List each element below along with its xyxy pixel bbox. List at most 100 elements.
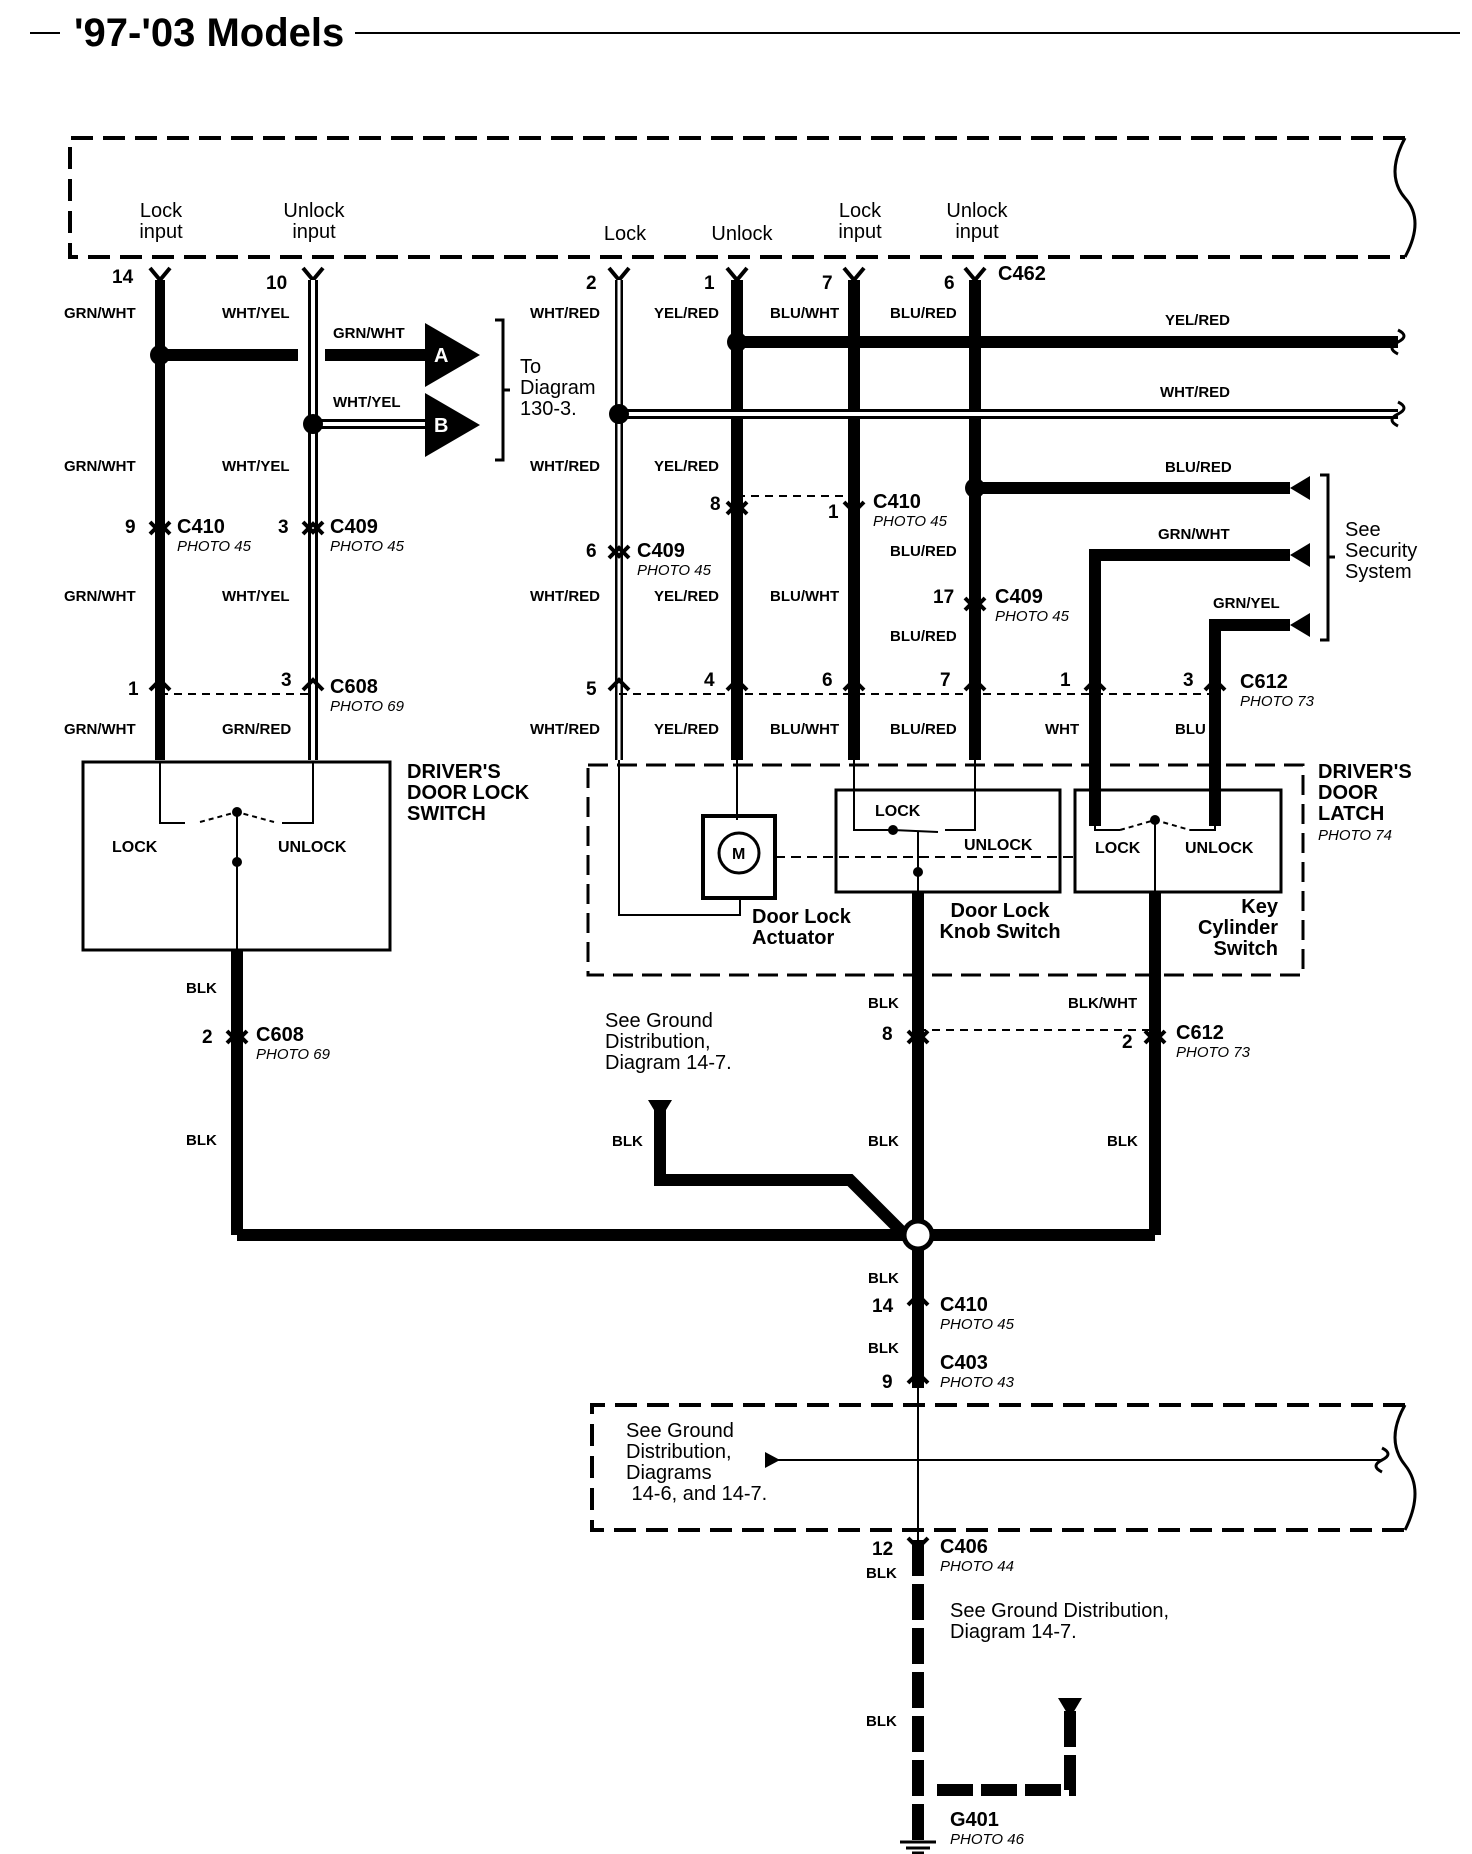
pin-label: 8 (710, 494, 721, 515)
control-unit-box (68, 136, 1405, 259)
svg-text:BLU: BLU (1175, 721, 1206, 738)
ground-arrow-icon (648, 1100, 672, 1120)
knob-unlock-label: UNLOCK (964, 837, 1033, 854)
break-symbol (1374, 1446, 1390, 1474)
actuator-wire (618, 760, 741, 916)
arrow-b-icon (425, 393, 480, 457)
photo-ref: PHOTO 45 (637, 562, 712, 579)
pin-label: 1 (704, 273, 715, 294)
key-cylinder-contacts (1094, 790, 1216, 892)
svg-text:WHT/YEL: WHT/YEL (222, 305, 290, 322)
pin-label: 17 (933, 587, 954, 608)
page-title: '97-'03 Models (74, 11, 344, 55)
knob-lock-label: LOCK (875, 803, 921, 820)
security-arrow-icon (1290, 543, 1310, 567)
pin-label: 5 (586, 679, 597, 700)
svg-text:BLU/WHT: BLU/WHT (770, 588, 839, 605)
switch-lock-label: LOCK (112, 839, 158, 856)
svg-text:GRN/WHT: GRN/WHT (64, 305, 136, 322)
key-cylinder-box (1073, 788, 1283, 894)
pin-label: 1 (1060, 670, 1071, 691)
lock-label: Lock (604, 223, 647, 245)
svg-text:WHT/RED: WHT/RED (530, 721, 600, 738)
wire-color-label: BLK (612, 1133, 643, 1150)
svg-text:BLU/WHT: BLU/WHT (770, 721, 839, 738)
photo-ref: PHOTO 69 (330, 698, 405, 715)
connector-c403: C403 (940, 1352, 988, 1374)
connector-c410: C410 (177, 516, 225, 538)
knob-switch-box (834, 788, 1062, 894)
photo-ref: PHOTO 73 (1240, 693, 1315, 710)
ground-distribution-box (590, 1403, 1405, 1532)
svg-text:GRN/YEL: GRN/YEL (1213, 595, 1280, 612)
pin-label: 9 (882, 1372, 893, 1393)
pin-label: 6 (944, 273, 955, 294)
pin-label: 10 (266, 273, 287, 294)
svg-text:WHT/RED: WHT/RED (530, 588, 600, 605)
security-arrow-icon (1290, 476, 1310, 500)
switch-pivot (232, 807, 242, 817)
svg-text:WHT/YEL: WHT/YEL (222, 458, 290, 475)
key-unlock-label: UNLOCK (1185, 840, 1254, 857)
bus-arrow-icon (765, 1452, 780, 1468)
pin-label: 14 (112, 267, 134, 288)
connector-c409: C409 (637, 540, 685, 562)
photo-ref: PHOTO 45 (330, 538, 405, 555)
photo-ref: PHOTO 45 (873, 513, 948, 530)
wire-color-label: BLK (868, 1270, 899, 1287)
pin-label: 4 (704, 670, 715, 691)
photo-ref: PHOTO 44 (940, 1558, 1014, 1575)
connector-c406: C406 (940, 1536, 988, 1558)
wire-color-label: BLK (868, 995, 899, 1012)
wire-color-label: BLK (866, 1713, 897, 1730)
svg-text:YEL/RED: YEL/RED (1165, 312, 1230, 329)
connector-c410: C410 (873, 491, 921, 513)
pin-label: 1 (128, 679, 139, 700)
break-symbol (1390, 328, 1406, 356)
svg-text:GRN/RED: GRN/RED (222, 721, 291, 738)
wire-color-label: BLK (1107, 1133, 1138, 1150)
key-lock-label: LOCK (1095, 840, 1141, 857)
ground-note-3: See Ground Distribution,Diagram 14-7. (950, 1600, 1169, 1643)
ground-icon (900, 1840, 936, 1854)
svg-text:GRN/WHT: GRN/WHT (64, 588, 136, 605)
wire-color-label: BLK (186, 1132, 217, 1149)
switch-pivot (1150, 815, 1160, 825)
pin-label: 3 (1183, 670, 1194, 691)
svg-text:WHT/YEL: WHT/YEL (222, 588, 290, 605)
connector-c409: C409 (330, 516, 378, 538)
pin-label: 1 (828, 502, 839, 523)
unlock-label: Unlock (711, 223, 773, 245)
svg-text:BLU/WHT: BLU/WHT (770, 305, 839, 322)
pin-label: 8 (882, 1024, 893, 1045)
wire-color-label: BLK (868, 1340, 899, 1357)
connector-c462: C462 (998, 263, 1046, 285)
switch-unlock-label: UNLOCK (278, 839, 347, 856)
svg-text:WHT/RED: WHT/RED (1160, 384, 1230, 401)
svg-text:YEL/RED: YEL/RED (654, 305, 719, 322)
switch-pivot (888, 825, 898, 835)
svg-text:BLU/RED: BLU/RED (890, 305, 957, 322)
pin-label: 9 (125, 517, 136, 538)
break-symbol (1390, 400, 1406, 428)
ground-wires (231, 892, 1161, 1842)
pin-label: 3 (281, 670, 292, 691)
photo-ref: PHOTO 46 (950, 1831, 1025, 1848)
ground-splice (901, 1218, 935, 1252)
connector-c608: C608 (256, 1024, 304, 1046)
svg-text:YEL/RED: YEL/RED (654, 458, 719, 475)
svg-text:GRN/WHT: GRN/WHT (1158, 526, 1230, 543)
svg-text:WHT/RED: WHT/RED (530, 458, 600, 475)
wire-color-label: BLK (186, 980, 217, 997)
arrow-a-icon (425, 323, 480, 387)
photo-ref: PHOTO 45 (940, 1316, 1015, 1333)
wire-color-labels: GRN/WHT WHT/YEL GRN/WHT WHT/YEL WHT/RED … (64, 305, 1280, 738)
svg-text:YEL/RED: YEL/RED (654, 721, 719, 738)
connector-symbols-lower (148, 677, 1227, 692)
